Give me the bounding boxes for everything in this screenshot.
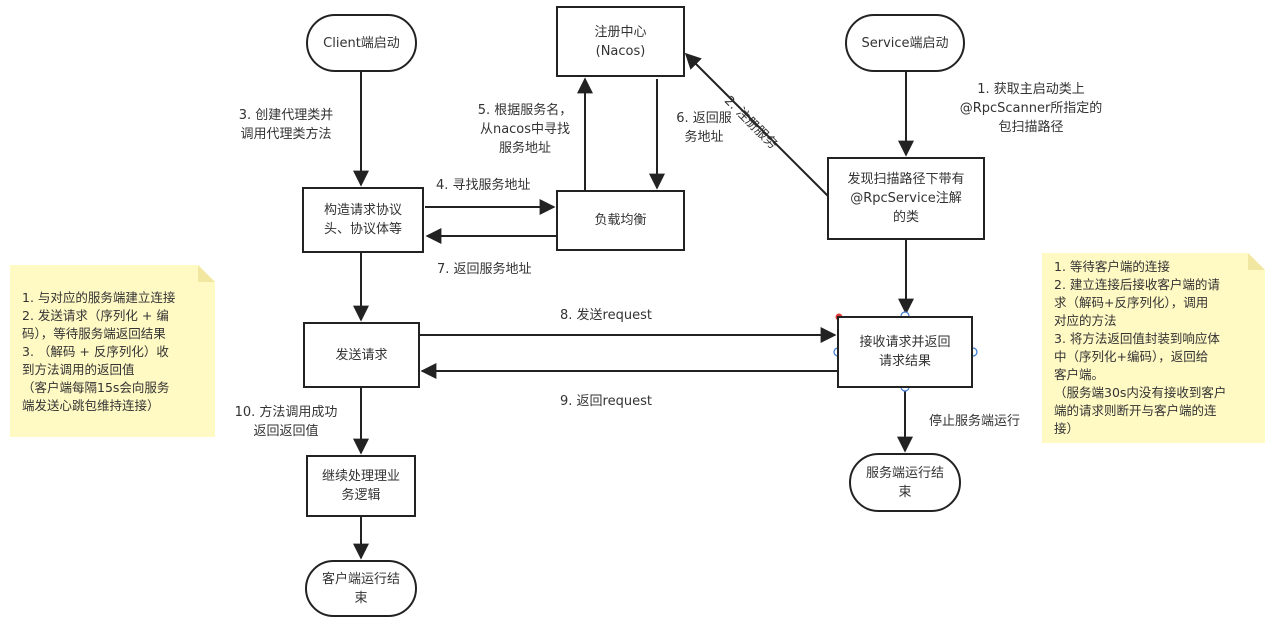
- node-client-start[interactable]: Client端启动: [306, 14, 417, 72]
- client-sticky-note[interactable]: [10, 265, 215, 437]
- node-service-end[interactable]: 服务端运行结 束: [849, 453, 961, 512]
- label-find-service-addr: 4. 寻找服务地址: [436, 178, 531, 193]
- node-scan-service[interactable]: 发现扫描路径下带有 @RpcService注解 的类: [827, 157, 985, 240]
- node-build-request[interactable]: 构造请求协议 头、协议体等: [302, 187, 424, 253]
- node-registry[interactable]: 注册中心 (Nacos): [556, 6, 685, 77]
- node-send-request[interactable]: 发送请求: [303, 322, 420, 388]
- node-load-balance[interactable]: 负载均衡: [556, 190, 685, 251]
- node-service-start[interactable]: Service端启动: [845, 14, 965, 72]
- label-invoke-success: 10. 方法调用成功 返回返回值: [234, 405, 338, 439]
- label-stop-service: 停止服务端运行: [929, 414, 1021, 429]
- server-note-text: 1. 等待客户端的连接 2. 建立连接后接收客户端的请 求（解码+反序列化），调…: [1054, 259, 1227, 436]
- label-return-request: 9. 返回request: [560, 394, 652, 409]
- server-sticky-note[interactable]: [1042, 253, 1265, 443]
- node-client-end[interactable]: 客户端运行结 束: [305, 560, 417, 617]
- label-create-proxy: 3. 创建代理类并 调用代理类方法: [238, 108, 334, 142]
- edge-scan-to-registry[interactable]: [684, 52, 829, 197]
- label-return-service-addr: 6. 返回服 务地址: [676, 111, 732, 145]
- node-receive-request[interactable]: 接收请求并返回 请求结果: [837, 316, 973, 388]
- node-continue-logic[interactable]: 继续处理理业 务逻辑: [306, 455, 416, 517]
- label-return-service-addr-7: 7. 返回服务地址: [437, 262, 532, 277]
- label-find-by-name: 5. 根据服务名， 从nacos中寻找 服务地址: [477, 103, 573, 156]
- client-note-text: 1. 与对应的服务端建立连接 2. 发送请求（序列化 + 编 码），等待服务端返…: [22, 290, 176, 413]
- label-send-request: 8. 发送request: [560, 308, 652, 323]
- label-scan-main-class: 1. 获取主启动类上 @RpcScanner所指定的 包扫描路径: [959, 82, 1103, 135]
